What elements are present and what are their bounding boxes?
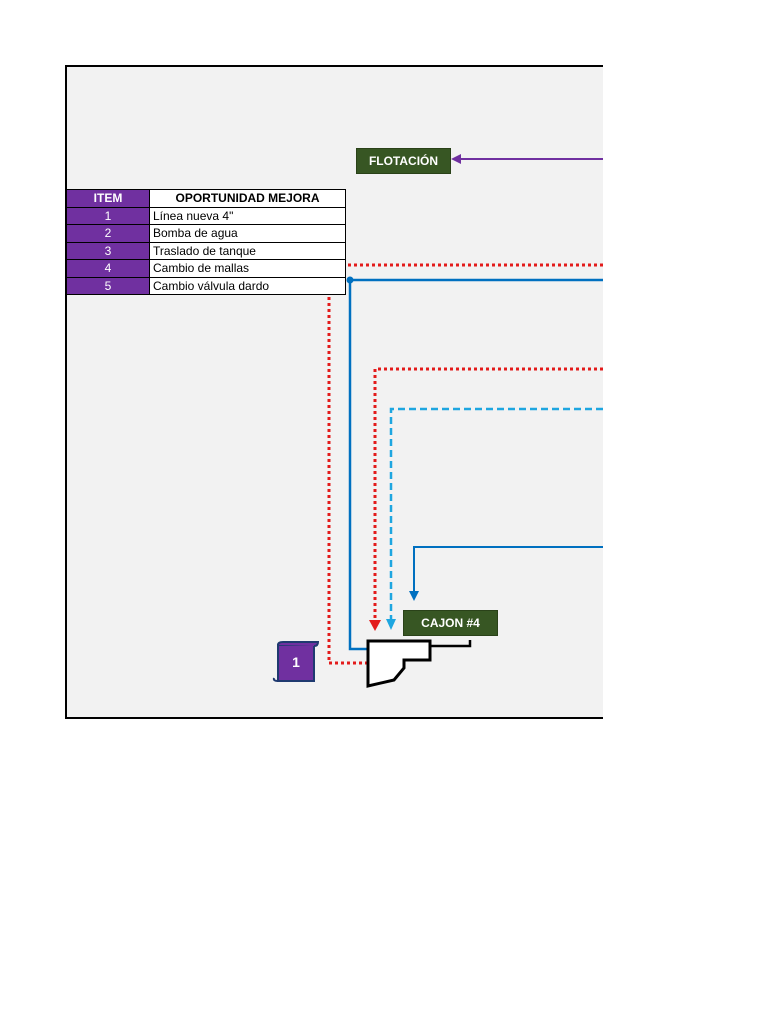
row-item-number: 5	[66, 276, 150, 295]
row-item-number: 3	[66, 241, 150, 260]
table-row: 1 Línea nueva 4"	[66, 206, 346, 225]
header-item: ITEM	[66, 189, 150, 208]
table-row: 4 Cambio de mallas	[66, 259, 346, 278]
row-item-number: 4	[66, 259, 150, 278]
flotacion-arrow-head	[451, 154, 461, 164]
row-oportunidad: Cambio de mallas	[149, 259, 346, 278]
badge-number: 1	[292, 654, 300, 670]
row-oportunidad: Cambio válvula dardo	[149, 276, 346, 295]
oportunidad-table: ITEM OPORTUNIDAD MEJORA 1 Línea nueva 4"…	[66, 189, 346, 295]
light-blue-arrow-head	[386, 619, 396, 630]
flotacion-tag: FLOTACIÓN	[356, 148, 451, 174]
blue-junction-dot	[346, 276, 354, 284]
table-row: 5 Cambio válvula dardo	[66, 276, 346, 295]
badge-scroll-shape	[272, 641, 320, 682]
row-item-number: 1	[66, 206, 150, 225]
table-row: 2 Bomba de agua	[66, 224, 346, 243]
table-header-row: ITEM OPORTUNIDAD MEJORA	[66, 189, 346, 208]
row-oportunidad: Línea nueva 4"	[149, 206, 346, 225]
red-dotted-line-top	[327, 263, 603, 665]
blue-arrow-head	[409, 591, 419, 601]
header-oportunidad: OPORTUNIDAD MEJORA	[149, 189, 346, 208]
blue-solid-line-main	[348, 278, 603, 651]
row-oportunidad: Bomba de agua	[149, 224, 346, 243]
row-oportunidad: Traslado de tanque	[149, 241, 346, 260]
red-arrow-head	[369, 620, 381, 631]
row-item-number: 2	[66, 224, 150, 243]
red-dotted-line-mid	[373, 367, 603, 620]
blue-solid-line-lower	[413, 546, 603, 592]
light-blue-dashed-line	[389, 407, 603, 620]
diagram-canvas	[65, 65, 603, 719]
cajon-tag: CAJON #4	[403, 610, 498, 636]
table-row: 3 Traslado de tanque	[66, 241, 346, 260]
cajon-tank-icon	[366, 639, 472, 688]
